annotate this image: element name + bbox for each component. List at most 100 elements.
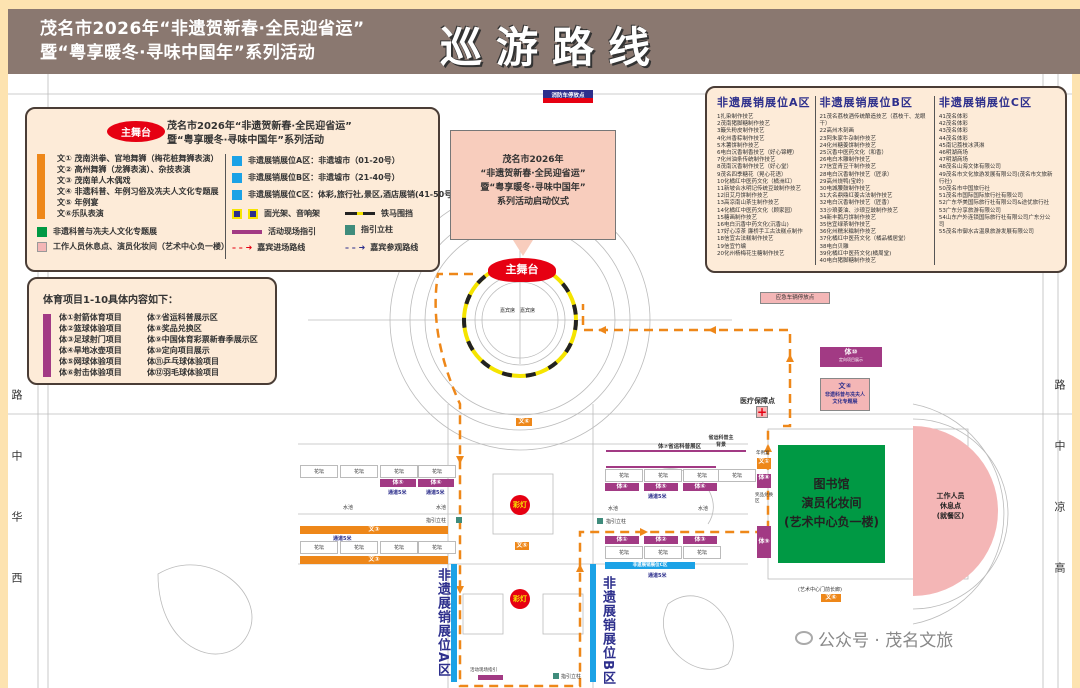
channel-label: 通道5米 — [333, 536, 352, 542]
flowerbed: 花坛 — [340, 465, 378, 478]
watermark: 公众号 · 茂名文旅 — [818, 631, 954, 651]
culture-legend-item: 文④ 非遗科普、年例习俗及冼夫人文化专题展 — [57, 187, 219, 196]
flowerbed: 花坛 — [605, 469, 643, 482]
w6-marker: 文⑥ — [516, 418, 532, 426]
vendor-item: 5木薯饼制作技艺 — [717, 142, 759, 149]
vendor-item: 14化橘红中医药文化（顾家园） — [717, 207, 796, 214]
visit-route-legend: 嘉宾参观路线 — [370, 243, 419, 252]
barrier-icon — [345, 212, 375, 215]
fire-truck-parking: 消防车停放点 — [543, 90, 593, 103]
vendor-item: 15糖画制作技艺 — [717, 214, 757, 221]
t6-marker: 体⑥ — [683, 483, 717, 491]
w4-sub: 非遗科普与冼夫人文化专题展 — [824, 392, 865, 405]
guide-pillar-icon — [553, 673, 559, 679]
vendor-item: 1扎染制作技艺 — [717, 114, 754, 120]
main-stage-badge: 主舞台 — [107, 121, 165, 142]
sports-item: 体③足球射门项目 — [59, 335, 122, 344]
sports-item: 体⑫羽毛球体验项目 — [147, 368, 219, 377]
vendor-item: 19信宜竹编 — [717, 243, 746, 250]
w5-marker: 文⑤ — [515, 542, 529, 550]
vendor-a-title: 非遗展销展位A区 — [717, 96, 811, 109]
green-legend: 非遗科普与冼夫人文化专题展 — [53, 227, 157, 236]
vendor-item: 4化州香粽制作技艺 — [717, 135, 765, 142]
t7-label: 体⑦省运科普展区 — [658, 444, 702, 450]
wechat-icon — [795, 631, 813, 645]
vendor-divider — [814, 96, 816, 266]
channel-label: 通道5米 — [648, 494, 667, 500]
t3-marker: 体③ — [683, 536, 717, 544]
year-feast-label: 年例宴 — [756, 451, 770, 456]
vendor-item: 40电白猪脚糖制作技艺 — [819, 258, 876, 265]
flowerbed: 花坛 — [380, 465, 418, 478]
vendor-item: 22高州木刻画 — [819, 128, 854, 135]
vendor-item: 13高凉南山茶生制作技艺 — [717, 200, 779, 207]
main-stage[interactable]: 主舞台 — [488, 258, 556, 282]
t5-marker-left: 体⑤ — [380, 479, 416, 487]
sports-item: 体④旱地冰壶项目 — [59, 346, 122, 355]
vendor-item: 41茂名体彩 — [938, 114, 968, 120]
vendor-item: 11新坡合水明记传统豆豉制作技艺 — [717, 186, 801, 193]
flowerbed: 花坛 — [605, 546, 643, 559]
green-swatch — [37, 226, 47, 237]
pillar-label: 指引立柱 — [606, 519, 627, 525]
vendor-item: 38电白贝雕 — [819, 243, 849, 250]
vendor-item: 18信宜古法糕制作技艺 — [717, 236, 774, 243]
culture-legend-item: 文① 茂南洪拳、官地舞狮（梅花桩舞狮表演） — [57, 154, 219, 163]
t4-marker: 体④ — [605, 483, 639, 491]
flowerbed: 花坛 — [718, 469, 756, 482]
vendor-item: 23阿朱家牛杂制作技艺 — [819, 135, 876, 142]
flowerbed: 花坛 — [683, 546, 721, 559]
vendor-item: 24化州糖姜饼制作技艺 — [819, 142, 876, 149]
pool-label: 水池 — [608, 506, 619, 512]
speaker-rig-icon — [248, 208, 258, 219]
vendor-item: 48茂名山海文体有限公司 — [938, 164, 1001, 171]
vendor-item: 46明湖商场 — [938, 150, 968, 157]
vendor-item: 34新丰鹅月饼制作技艺 — [819, 214, 876, 221]
vendor-item: 33沙琅姜油、沙琅豆豉制作技艺 — [819, 207, 898, 214]
sports-list-right: 体⑦省运科普展示区体⑧奖品兑换区体⑨中国体育彩票新春季展示区体⑩定向项目展示体⑪… — [147, 312, 258, 378]
vendor-item: 17好心凉茶 廉桥手工古法糕点制作 — [717, 229, 803, 236]
vendor-item: 26电白木雕制作技艺 — [819, 157, 871, 164]
lighting-legend: 面光架、音响架 — [264, 209, 320, 218]
legend-panel: 主舞台 茂名市2026年“非遗贺新春·全民迎省运” 暨“粤享暖冬·寻味中国年”系… — [25, 107, 456, 272]
vendor-item: 2茂南猪脚糖制作技艺 — [717, 121, 770, 128]
pink-legend: 工作人员休息点、演员化妆间（艺术中心负一楼） — [53, 242, 229, 251]
vendor-item: 54山东户外连锁国际旅行社有限公司广东分公司 — [938, 214, 1051, 229]
channel-label: 通道5米 — [426, 490, 445, 496]
guest-seat-label: 嘉宾席 — [500, 308, 516, 314]
event-title-line2: 暨“粤享暖冬·寻味中国年”系列活动 — [40, 43, 316, 63]
callout-line: 茂名市2026年 — [502, 155, 564, 165]
t6-marker-left: 体⑥ — [418, 479, 454, 487]
visit-route-icon: – – ➜ — [345, 243, 366, 252]
flowerbed: 花坛 — [644, 546, 682, 559]
guest-route-icon: – – ➜ — [232, 243, 253, 252]
pool-label: 水池 — [698, 506, 709, 512]
t10-label: 体⑩ — [844, 348, 858, 356]
barrier-ring-dash — [462, 262, 578, 378]
vendor-item: 30电城腰鼓制作技艺 — [819, 186, 871, 193]
t7-background-label: 省运科普主背景 — [708, 435, 734, 448]
lantern-icon: 彩灯 — [510, 495, 530, 515]
vendor-item: 3簸头粉皮制作技艺 — [717, 128, 765, 135]
vendor-item: 7化州油条传统制作技艺 — [717, 157, 776, 164]
zone-b-label: 非遗展销展位B区 — [600, 576, 615, 685]
vendor-item: 37化橘红中医药文化（橘品橘居堂） — [819, 236, 909, 243]
vendor-item: 27信宜青豆干制作技艺 — [819, 164, 876, 171]
legend-title-line2: 暨“粤享暖冬·寻味中国年”系列活动 — [167, 135, 324, 146]
sports-swatch — [43, 314, 51, 377]
lighting-rig-icon — [232, 208, 242, 219]
vendor-item: 49茂名市文化旅游发展有限公司(茂名市文旅新行社) — [938, 171, 1053, 185]
t8-marker: 体⑧ — [757, 474, 771, 488]
vendor-item: 52广东华美国际旅行社有限公司&途优旅行社 — [938, 200, 1050, 207]
guide-pillar-icon — [456, 517, 462, 523]
guide-strip — [478, 675, 503, 680]
vendor-item: 9茂名四季糖花（晃心花语） — [717, 171, 787, 178]
vendor-item: 6电白沉香制香技艺（好心锦鲤） — [717, 150, 798, 157]
w3-bar: 文③ — [300, 526, 448, 534]
callout-pointer — [513, 240, 533, 256]
left-road-name: 路中华西 — [10, 389, 23, 633]
culture-swatch — [37, 154, 45, 219]
zone-b-swatch — [232, 172, 242, 183]
zone-c-bar: 非遗展销展位C区 — [605, 562, 695, 569]
